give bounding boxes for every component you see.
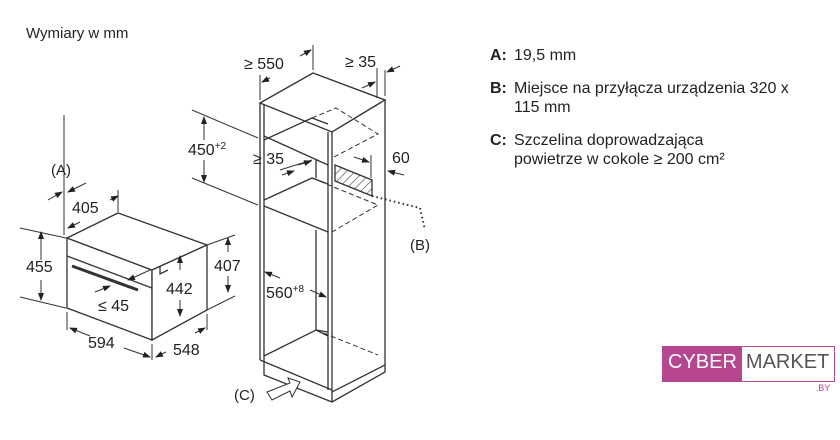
label-a: (A): [51, 162, 71, 179]
legend-item-b: B: Miejsce na przyłącza urządzenia 320 x…: [490, 80, 789, 116]
label-b: (B): [410, 237, 430, 254]
legend-item-a: A: 19,5 mm: [490, 47, 577, 64]
cabinet-outline: [258, 72, 426, 403]
dim-gap-back: ≥ 35: [345, 54, 376, 71]
legend: A: 19,5 mm B: Miejsce na przyłącza urząd…: [490, 46, 790, 183]
dim-oven-height-front: 442: [166, 281, 193, 298]
dim-niche-height: 450+2: [188, 141, 227, 159]
diagram-title: Wymiary w mm: [26, 25, 129, 42]
dim-oven-width: 594: [88, 335, 115, 352]
dim-gap-inner: ≥ 35: [253, 151, 284, 168]
oven-outline: [65, 212, 209, 342]
dim-oven-depth-top: 405: [72, 200, 99, 217]
legend-item-c: C: Szczelina doprowadzająca powietrze w …: [490, 132, 725, 168]
dim-oven-height-side: 407: [214, 258, 241, 275]
cybermarket-logo: CYBER MARKET.BY: [662, 346, 836, 393]
dim-cabinet-depth: ≥ 550: [244, 56, 284, 73]
dim-oven-depth: 548: [173, 342, 200, 359]
dim-opening: 60: [392, 150, 410, 167]
dim-oven-height-total: 455: [26, 259, 53, 276]
dim-inner-width: 560+8: [266, 284, 305, 302]
dim-oven-handle: ≤ 45: [98, 298, 129, 315]
label-c: (C): [234, 387, 255, 404]
